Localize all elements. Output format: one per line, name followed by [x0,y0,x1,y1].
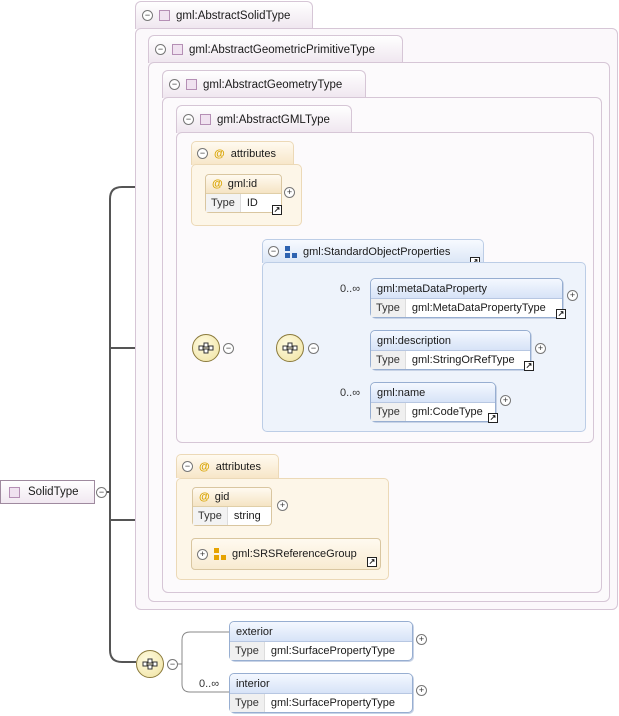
collapse-icon[interactable]: − [308,343,319,354]
attribute-group-icon [214,548,226,560]
attribute-group-srs-reference[interactable]: + gml:SRSReferenceGroup [191,538,381,570]
attribute-gml-id[interactable]: @ gml:id Type ID [205,174,282,213]
collapse-icon[interactable]: − [142,10,153,21]
collapse-icon[interactable]: − [197,148,208,159]
type-label: gml:AbstractGeometryType [203,78,343,91]
attribute-icon: @ [199,491,210,503]
collapse-icon[interactable]: − [96,487,107,498]
attribute-gid[interactable]: @ gid Type string [192,487,272,526]
expand-icon[interactable]: + [416,634,427,645]
attribute-name: gml:id [227,178,258,190]
element-meta-data-property[interactable]: gml:metaDataProperty Type gml:MetaDataPro… [370,278,563,318]
element-name-code[interactable]: gml:name Type gml:CodeType [370,382,496,422]
expand-icon[interactable]: + [535,343,546,354]
element-name: gml:name [371,383,495,403]
type-key: Type [371,403,406,421]
group-label: gml:StandardObjectProperties [303,245,451,258]
type-key: Type [230,642,265,660]
collapse-icon[interactable]: − [169,79,180,90]
type-value: ID [246,197,258,209]
type-label: gml:AbstractSolidType [176,9,291,22]
type-header-abstract-solid[interactable]: − gml:AbstractSolidType [135,1,313,29]
collapse-icon[interactable]: − [223,343,234,354]
link-icon[interactable]: ↗ [524,361,534,371]
collapse-icon[interactable]: − [268,246,279,257]
attribute-name: gid [214,491,230,503]
type-header-abstract-geometric-primitive[interactable]: − gml:AbstractGeometricPrimitiveType [148,35,403,63]
type-value: gml:SurfacePropertyType [270,697,395,709]
cardinality-label: 0..∞ [340,387,361,399]
complex-type-icon [172,44,183,55]
root-label: SolidType [28,486,79,498]
element-interior[interactable]: interior Type gml:SurfacePropertyType [229,673,413,713]
type-key: Type [206,194,241,212]
complex-type-icon [159,10,170,21]
attributes-header[interactable]: − @ attributes [176,454,279,478]
type-value: gml:MetaDataPropertyType [411,302,546,314]
expand-icon[interactable]: + [416,685,427,696]
element-name: interior [230,674,412,694]
collapse-icon[interactable]: − [182,461,193,472]
link-icon[interactable]: ↗ [488,413,498,423]
type-key: Type [230,694,265,712]
type-key: Type [371,351,406,369]
sequence-icon[interactable] [136,650,164,678]
attribute-icon: @ [212,178,223,190]
attribute-icon: @ [214,147,225,160]
type-label: gml:AbstractGMLType [217,113,330,126]
element-exterior[interactable]: exterior Type gml:SurfacePropertyType [229,621,413,661]
type-header-abstract-geometry[interactable]: − gml:AbstractGeometryType [162,70,366,98]
type-header-abstract-gml[interactable]: − gml:AbstractGMLType [176,105,352,133]
expand-icon[interactable]: + [277,500,288,511]
attributes-header[interactable]: − @ attributes [191,141,294,165]
link-icon[interactable]: ↗ [272,205,282,215]
element-name: exterior [230,622,412,642]
type-label: gml:AbstractGeometricPrimitiveType [189,43,375,56]
attributes-label: attributes [230,147,276,160]
type-value: gml:SurfacePropertyType [270,645,395,657]
expand-icon[interactable]: + [567,290,578,301]
element-name: gml:description [371,331,530,351]
collapse-icon[interactable]: − [183,114,194,125]
type-value: gml:CodeType [411,406,483,418]
complex-type-icon [200,114,211,125]
attribute-group-label: gml:SRSReferenceGroup [232,548,357,560]
group-icon [285,245,297,258]
sequence-icon[interactable] [276,334,304,362]
group-header-standard-object-properties[interactable]: − gml:StandardObjectProperties [262,239,484,263]
expand-icon[interactable]: + [284,187,295,198]
complex-type-icon [9,486,20,498]
element-name: gml:metaDataProperty [371,279,562,299]
type-value: gml:StringOrRefType [411,354,515,366]
link-icon[interactable]: ↗ [367,557,377,567]
element-description[interactable]: gml:description Type gml:StringOrRefType [370,330,531,370]
expand-icon[interactable]: + [197,548,208,560]
attributes-label: attributes [215,460,261,473]
collapse-icon[interactable]: − [167,659,178,670]
cardinality-label: 0..∞ [340,283,361,295]
complex-type-icon [186,79,197,90]
sequence-icon[interactable] [192,334,220,362]
type-key: Type [371,299,406,317]
root-element-solid-type[interactable]: SolidType [0,480,95,504]
collapse-icon[interactable]: − [155,44,166,55]
link-icon[interactable]: ↗ [556,309,566,319]
type-key: Type [193,507,228,525]
attribute-icon: @ [199,460,210,473]
cardinality-label: 0..∞ [199,678,220,690]
expand-icon[interactable]: + [500,395,511,406]
type-value: string [233,510,261,522]
